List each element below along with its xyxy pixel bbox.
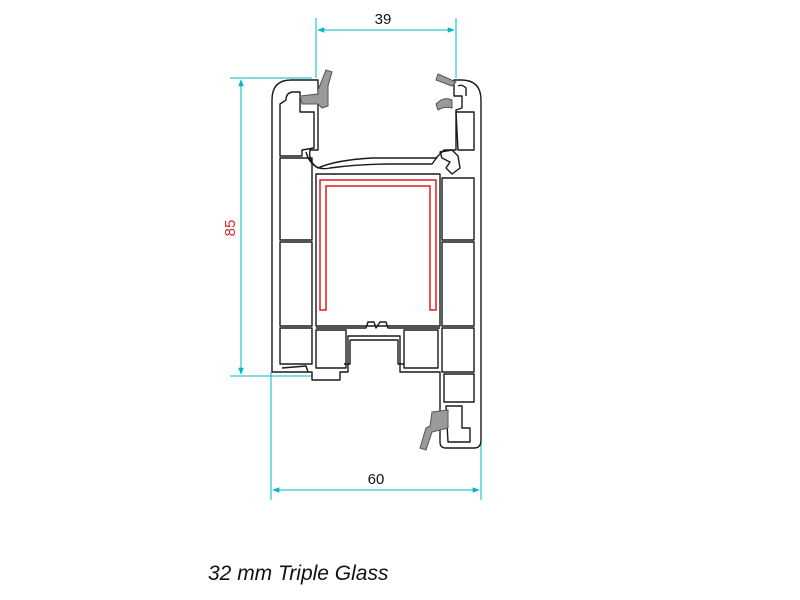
profile-chamber-left-2: [279, 241, 313, 327]
profile-chamber-center-a: [315, 329, 347, 369]
diagram-caption: 32 mm Triple Glass: [208, 562, 389, 585]
profile-upper-wall: [305, 151, 439, 170]
pvc-profile: [271, 79, 482, 449]
gasket-bottom-right: [419, 409, 449, 451]
profile-top-right-clip: [439, 149, 461, 175]
profile-bottom-left-lip: [281, 365, 309, 373]
profile-glazing-chamber: [315, 173, 441, 327]
profile-chamber-right-top: [455, 111, 475, 151]
profile-outer-contour: [271, 79, 482, 449]
gasket-top-right: [435, 73, 457, 111]
profile-center-channel: [344, 339, 404, 365]
dimension-height-85: [230, 77, 312, 377]
gasket-top-left: [299, 69, 333, 109]
dimension-label-39: 39: [375, 11, 392, 28]
steel-reinforcement: [319, 179, 437, 311]
profile-right-gasket-groove: [457, 84, 467, 96]
dimension-label-60: 60: [368, 471, 385, 488]
profile-chamber-right-3: [441, 327, 475, 373]
profile-chamber-left-1: [279, 157, 313, 241]
profile-chamber-center-b: [403, 329, 439, 369]
profile-chamber-top-left: [279, 91, 315, 157]
profile-chamber-left-3: [279, 327, 313, 365]
profile-center-rail: [316, 321, 440, 329]
profile-bottom-hook: [445, 405, 471, 443]
dimension-label-85: 85: [222, 220, 239, 237]
profile-chamber-right-4: [443, 373, 475, 403]
profile-chamber-right-2: [441, 241, 475, 327]
dimension-top-39: [315, 18, 457, 78]
profile-chamber-right-1: [441, 177, 475, 241]
